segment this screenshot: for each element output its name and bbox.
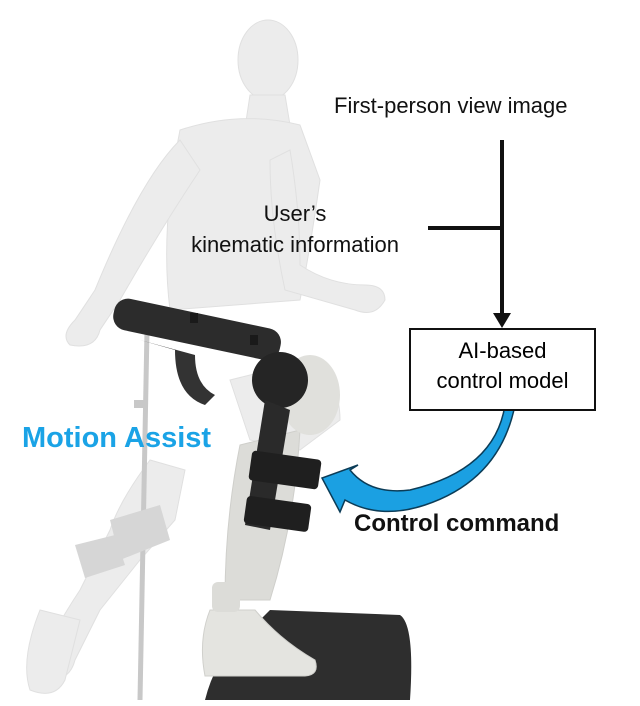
control-command-label: Control command (354, 510, 560, 537)
mannequin-front-foot (201, 609, 317, 677)
exo-hip-cuff (140, 340, 215, 405)
exoskeleton-device (113, 298, 322, 532)
exo-lower-strap (243, 496, 312, 532)
model-label-line2: control model (436, 368, 569, 393)
mannequin-ankle (212, 582, 240, 612)
ai-control-model-box: AI-based control model (409, 328, 596, 411)
kinematic-label-line2: kinematic information (191, 232, 399, 257)
mannequin-back-foot (26, 609, 81, 694)
kinematic-label-line1: User’s (263, 201, 327, 226)
arrow-down-icon (493, 313, 511, 328)
model-label-line1: AI-based (458, 338, 547, 363)
motion-assist-label: Motion Assist (22, 422, 212, 454)
control-command-arrow-icon (320, 404, 516, 514)
exo-actuator-tube (113, 298, 281, 361)
exo-knob-1 (190, 313, 198, 323)
exo-motor-housing (252, 352, 308, 408)
mannequin-head (237, 19, 299, 101)
kinematic-info-label: User’s kinematic information (160, 198, 430, 260)
back-leg-straps (75, 505, 170, 578)
exo-upper-strap (248, 450, 322, 490)
exo-knob-2 (250, 335, 258, 345)
first-person-view-label: First-person view image (334, 93, 568, 118)
mannequin-left-arm (65, 139, 201, 347)
flow-lines (428, 140, 504, 316)
mannequin-figure (26, 19, 386, 694)
mannequin-right-arm (269, 149, 386, 313)
